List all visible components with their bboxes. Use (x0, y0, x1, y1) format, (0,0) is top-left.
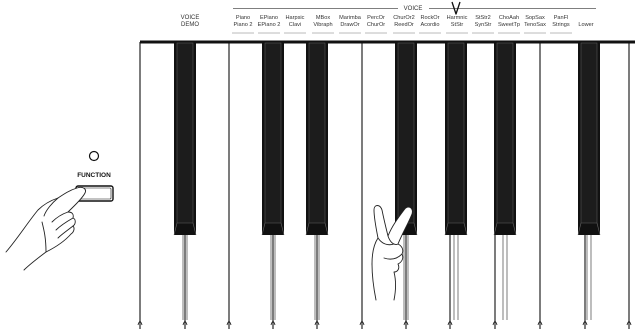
white-keys (138, 42, 631, 329)
voice-name-bottom: StStr (451, 22, 464, 28)
voice-name-top: ChurOr2 (393, 15, 414, 21)
voice-name-top: Marimba (339, 15, 362, 21)
voice-name-top: MBox (316, 15, 331, 21)
voice-group-header: VOICE (233, 6, 596, 12)
voice-name-bottom: SynStr (475, 22, 492, 28)
voice-name-top: Piano (236, 15, 250, 21)
voice-name-bottom: ChurOr (367, 22, 385, 28)
voice-name-top: Harmnic (447, 15, 468, 21)
voice-name-bottom: ReedOr (394, 22, 414, 28)
voice-name-bottom: Vibraph (313, 22, 332, 28)
voice-name-bottom: Strings (552, 22, 570, 28)
arrow-down-icon (452, 2, 460, 14)
voice-name-top: Harpsic (286, 15, 305, 21)
voice-name-bottom: Piano 2 (234, 22, 253, 28)
voice-name-bottom: DrawOr (340, 22, 359, 28)
black-key[interactable] (494, 43, 516, 320)
function-indicator-light (90, 152, 99, 161)
voice-demo-line1: VOICE (181, 15, 200, 21)
voice-name-top: EPiano (260, 15, 278, 21)
black-key[interactable] (578, 43, 600, 320)
black-key[interactable] (445, 43, 467, 320)
function-label: FUNCTION (77, 172, 111, 179)
voice-name-bottom: Acordio (421, 22, 440, 28)
voice-name-bottom: EPiano 2 (258, 22, 281, 28)
voice-name-top: SopSax (525, 15, 545, 21)
voice-group-label: VOICE (404, 6, 423, 12)
voice-demo-label: VOICE DEMO (181, 15, 200, 28)
voice-name-bottom: Lower (578, 22, 593, 28)
hand-pressing-function-illustration (6, 187, 86, 270)
voice-name-top: StStr2 (475, 15, 491, 21)
voice-demo-line2: DEMO (181, 22, 199, 28)
voice-name-bottom: Clavi (289, 22, 301, 28)
voice-name-bottom: TenoSax (524, 22, 546, 28)
voice-name-top: ChoAah (499, 15, 519, 21)
voice-name-top: PercOr (367, 15, 385, 21)
voice-name-top: RockOr (421, 15, 440, 21)
voice-name-top: PanFl (554, 15, 569, 21)
voice-name-bottom: SweetTp (498, 22, 520, 28)
